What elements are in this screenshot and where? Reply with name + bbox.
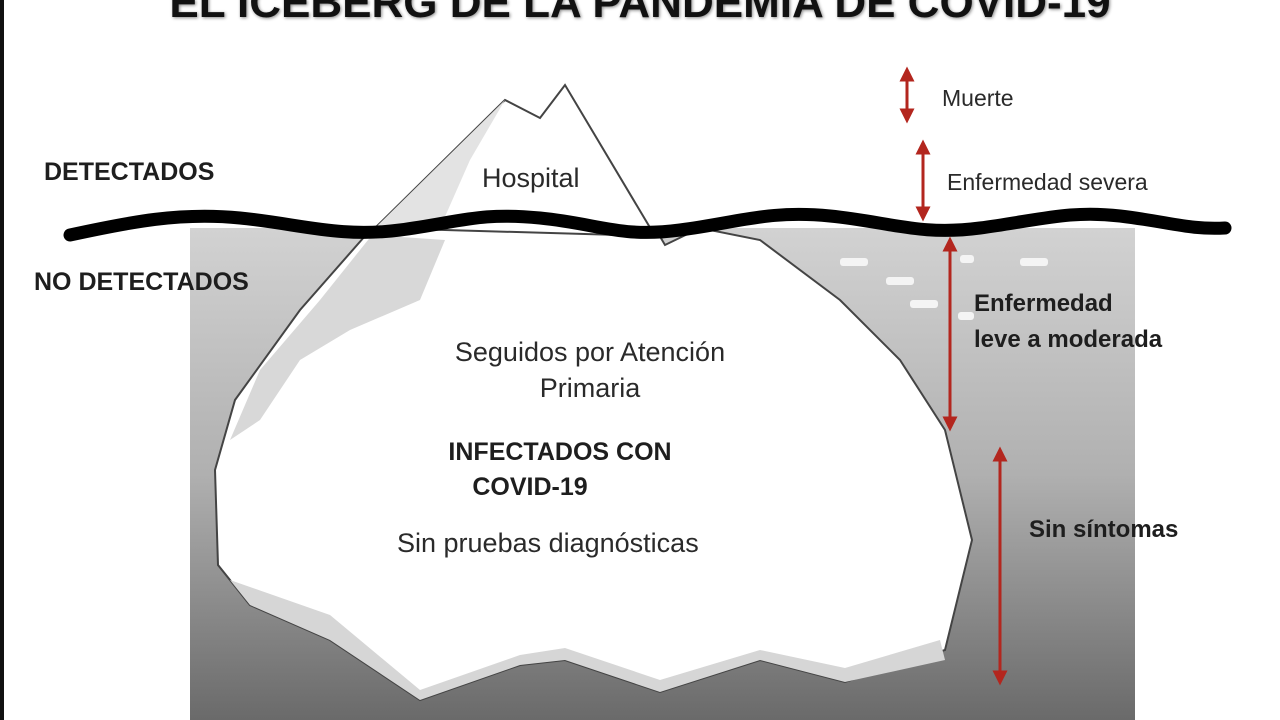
severity-arrows [899, 66, 1008, 686]
label-infected-2: COVID-19 [472, 473, 588, 501]
water-line-wave [63, 207, 1232, 242]
iceberg-shade [230, 235, 445, 440]
label-not-detected: NO DETECTADOS [34, 268, 249, 296]
label-primary-care-2: Primaria [539, 373, 641, 403]
label-detected: DETECTADOS [44, 158, 215, 186]
scale-mild-2: leve a moderada [974, 326, 1163, 353]
diagram-title: EL ICEBERG DE LA PANDEMIA DE COVID-19 [169, 0, 1111, 27]
fish-group [840, 255, 1048, 320]
scale-severe: Enfermedad severa [947, 169, 1148, 195]
label-hospital: Hospital [482, 163, 580, 193]
scale-death: Muerte [942, 85, 1014, 111]
label-no-tests: Sin pruebas diagnósticas [397, 528, 699, 558]
left-border [0, 0, 4, 720]
label-infected-1: INFECTADOS CON [448, 438, 672, 466]
scale-mild-1: Enfermedad [974, 290, 1113, 317]
label-primary-care-1: Seguidos por Atención [454, 337, 726, 367]
scale-asymptomatic: Sin síntomas [1029, 516, 1179, 543]
iceberg-peak-shade [375, 100, 505, 228]
